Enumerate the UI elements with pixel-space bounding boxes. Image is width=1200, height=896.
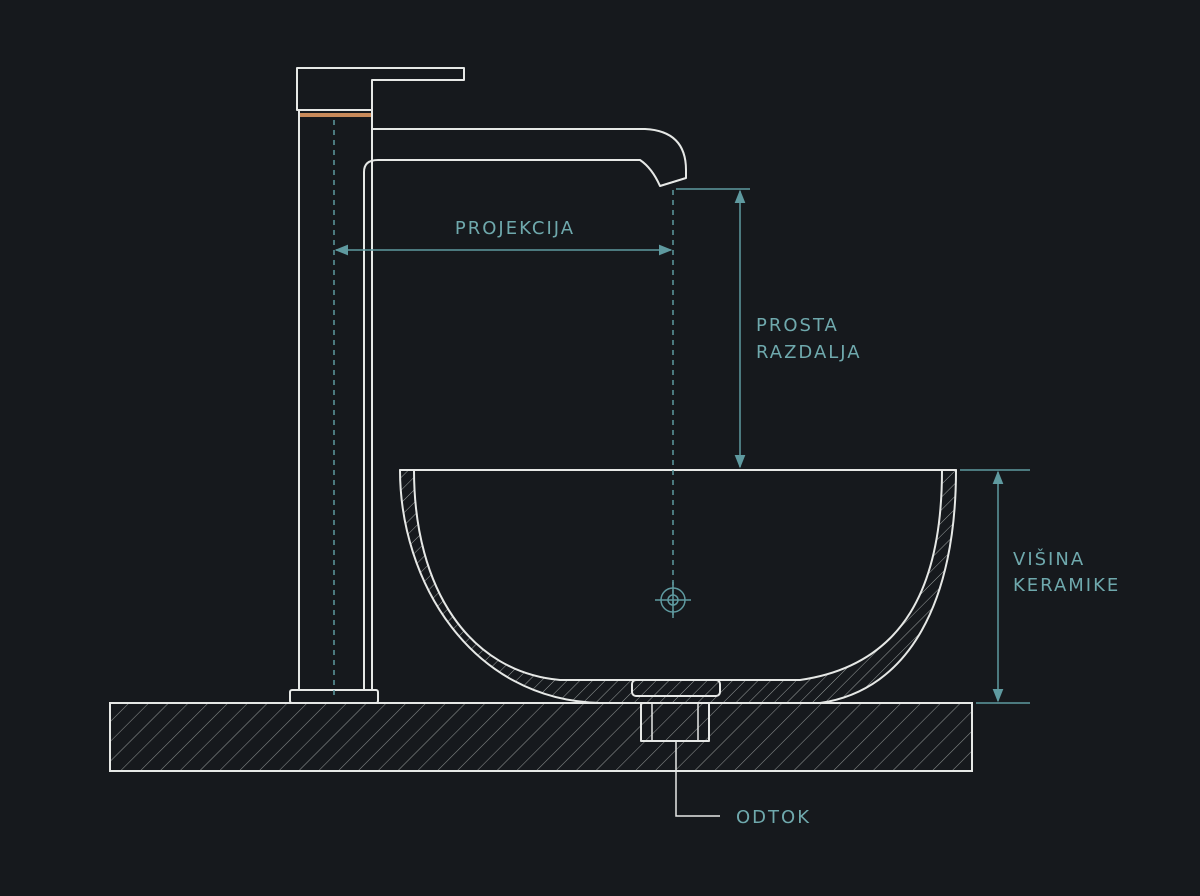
drain-cap: [631, 679, 721, 697]
drain-leader: [675, 741, 720, 817]
faucet-body: [298, 109, 373, 691]
drain-target-icon: [655, 582, 691, 618]
ceramic-height-dimension: VIŠINA KERAMIKE: [960, 469, 1120, 704]
basin-shell: [399, 469, 957, 704]
faucet-spout: [363, 128, 687, 691]
faucet: [289, 67, 687, 704]
ceramic-height-label-line1: VIŠINA: [1013, 548, 1085, 570]
countertop: [109, 702, 973, 772]
clearance-label-line1: PROSTA: [756, 315, 839, 336]
faucet-handle: [296, 67, 465, 111]
faucet-aerator: [659, 177, 687, 187]
clearance-label-line2: RAZDALJA: [756, 342, 862, 363]
drain-label: ODTOK: [736, 807, 811, 828]
vessel-basin: [399, 469, 957, 704]
projection-dimension: PROJEKCIJA: [334, 218, 673, 256]
projection-label: PROJEKCIJA: [455, 218, 575, 239]
drain-pipe: [640, 702, 710, 742]
ceramic-height-label-line2: KERAMIKE: [1013, 575, 1120, 596]
water-axis: [655, 190, 691, 620]
clearance-dimension: PROSTA RAZDALJA: [676, 188, 862, 469]
drain: [631, 679, 721, 817]
